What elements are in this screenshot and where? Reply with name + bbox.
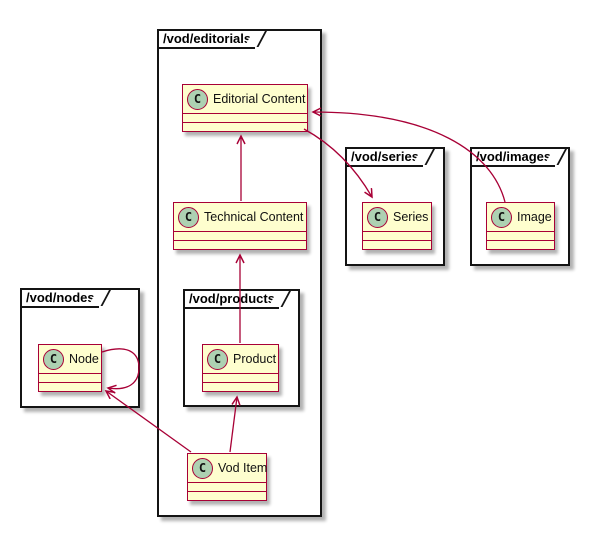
class-stereotype-icon: C <box>207 348 228 370</box>
fields-compartment <box>183 113 307 122</box>
class-title-row: C Series <box>363 203 431 231</box>
class-name: Vod Item <box>218 461 268 475</box>
class-name: Image <box>517 210 552 224</box>
fields-compartment <box>487 231 554 240</box>
class-title-row: C Vod Item <box>188 454 268 482</box>
package-label: /vod/nodes <box>26 290 95 305</box>
class-title-row: C Technical Content <box>174 203 306 231</box>
class-product: C Product <box>202 344 279 392</box>
methods-compartment <box>203 382 278 391</box>
class-vod-item: C Vod Item <box>187 453 267 501</box>
class-stereotype-icon: C <box>367 206 388 228</box>
class-title-row: C Product <box>203 345 278 373</box>
class-stereotype-icon: C <box>192 457 213 479</box>
methods-compartment <box>363 240 431 249</box>
methods-compartment <box>174 240 306 249</box>
class-name: Technical Content <box>204 210 304 224</box>
class-series: C Series <box>362 202 432 250</box>
package-label: /vod/editorials <box>163 31 252 46</box>
methods-compartment <box>39 382 101 391</box>
class-stereotype-icon: C <box>178 206 199 228</box>
methods-compartment <box>487 240 554 249</box>
package-tab: /vod/images <box>472 149 568 167</box>
class-name: Node <box>69 352 99 366</box>
class-title-row: C Editorial Content <box>183 85 307 113</box>
fields-compartment <box>203 373 278 382</box>
class-name: Series <box>393 210 429 224</box>
methods-compartment <box>183 122 307 131</box>
fields-compartment <box>363 231 431 240</box>
class-name: Product <box>233 352 277 366</box>
fields-compartment <box>174 231 306 240</box>
package-label: /vod/series <box>351 149 419 164</box>
package-tab: /vod/products <box>185 291 291 309</box>
class-name: Editorial Content <box>213 92 306 106</box>
class-stereotype-icon: C <box>187 88 208 110</box>
package-tab: /vod/series <box>347 149 435 167</box>
fields-compartment <box>188 482 266 491</box>
class-node: C Node <box>38 344 102 392</box>
package-tab: /vod/editorials <box>159 31 268 49</box>
package-tab: /vod/nodes <box>22 290 111 308</box>
class-stereotype-icon: C <box>43 348 64 370</box>
fields-compartment <box>39 373 101 382</box>
package-label: /vod/images <box>476 149 552 164</box>
package-label: /vod/products <box>189 291 275 306</box>
class-title-row: C Image <box>487 203 554 231</box>
class-editorial-content: C Editorial Content <box>182 84 308 132</box>
methods-compartment <box>188 491 266 500</box>
class-image: C Image <box>486 202 555 250</box>
class-stereotype-icon: C <box>491 206 512 228</box>
class-title-row: C Node <box>39 345 101 373</box>
class-technical-content: C Technical Content <box>173 202 307 250</box>
